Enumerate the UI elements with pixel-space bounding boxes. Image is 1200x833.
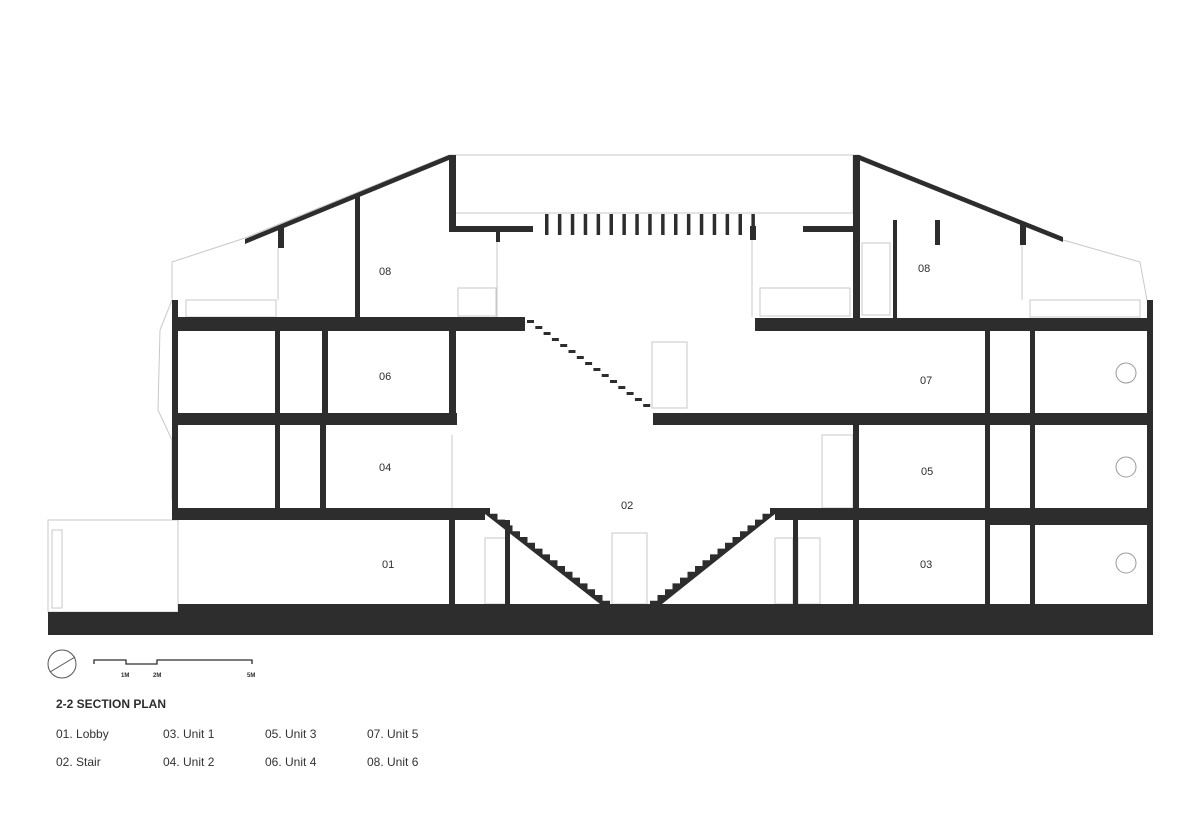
stair-tread [593,368,601,371]
scale-label: 2M [153,673,161,679]
room-label: 06 [379,371,391,383]
slab-l1-left [172,508,485,520]
structure [48,155,1153,635]
louvre [557,214,562,235]
stair-tread [551,338,559,341]
legend-item: 07. Unit 5 [367,727,419,741]
ground-slab [48,604,1153,635]
north-arrow-icon [47,649,77,679]
roof-right [859,155,1063,242]
stair-tread [527,320,534,323]
legend-item: 01. Lobby [56,727,109,741]
slab-l2-left [172,413,457,425]
stair-flight-right [650,508,775,607]
legend-item: 02. Stair [56,755,101,769]
legend-item: 06. Unit 4 [265,755,317,769]
scale-label: 1M [121,673,129,679]
louvre [699,214,704,235]
room-labels: 08 08 06 07 04 05 02 01 03 [379,263,933,571]
louvre [596,214,601,235]
louvre [738,214,742,235]
stair-tread [535,326,543,329]
scale-bar [93,659,253,665]
stair-upper [527,320,651,407]
louvres [545,214,755,235]
louvre [648,214,652,235]
stair-tread [626,392,634,395]
legend-item: 08. Unit 6 [367,755,419,769]
legend-item: 04. Unit 2 [163,755,215,769]
louvre [622,214,626,235]
stair-lower [485,508,775,607]
slab-l2-right [653,413,1153,425]
drawing-title: 2-2 SECTION PLAN [56,697,167,711]
louvre [674,214,678,235]
louvre [686,214,691,235]
louvre [545,214,549,235]
legend-item: 05. Unit 3 [265,727,317,741]
stair-tread [585,362,593,365]
stair-tread [643,404,651,407]
scale-label: 5M [247,673,255,679]
stair-tread [618,386,626,389]
stair-tread [601,374,609,377]
legend: 01. Lobby 03. Unit 1 05. Unit 3 07. Unit… [56,727,467,769]
stair-flight-left [485,508,612,607]
stair-tread [634,398,642,401]
stair-tread [543,332,551,335]
louvre [712,214,717,235]
louvre [725,214,730,235]
room-label: 08 [379,266,391,278]
stair-tread [610,380,617,383]
slab-l3-left [172,317,525,331]
room-label: 08 [918,263,930,275]
louvre [570,214,575,235]
stair-tread [568,350,576,353]
stair-tread [560,344,568,347]
porthole-windows [1115,362,1137,574]
louvre [751,214,755,235]
stair-tread [576,356,584,359]
louvre [661,214,665,235]
room-label: 04 [379,462,391,474]
slab-l3-right [755,318,1153,331]
room-label: 05 [921,466,933,478]
louvre [609,214,613,235]
room-label: 01 [382,559,394,571]
louvre [583,214,588,235]
roof-left [245,155,449,244]
room-label: 03 [920,559,932,571]
legend-item: 03. Unit 1 [163,727,215,741]
louvre [635,214,639,235]
room-label: 07 [920,375,932,387]
room-label: 02 [621,500,633,512]
